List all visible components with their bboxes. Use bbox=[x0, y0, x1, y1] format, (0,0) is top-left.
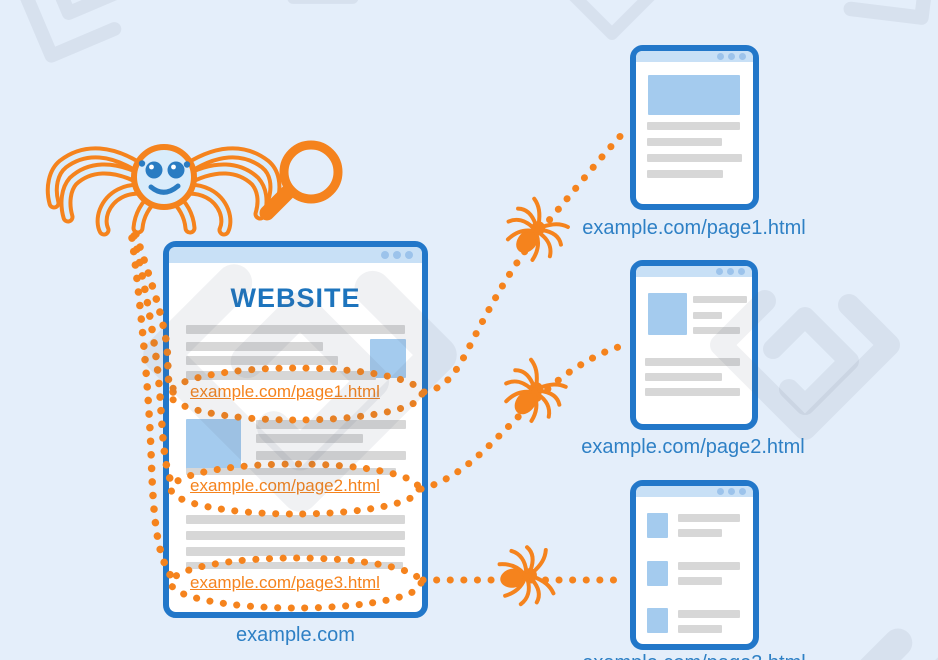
page1-url-label: example.com/page1.html bbox=[582, 217, 806, 239]
text-line-placeholder bbox=[186, 371, 376, 380]
image-placeholder bbox=[648, 75, 740, 115]
window-dots-icon bbox=[716, 268, 745, 275]
page1-window bbox=[630, 45, 759, 210]
text-line-placeholder bbox=[647, 122, 740, 130]
text-line-placeholder bbox=[186, 531, 405, 540]
text-line-placeholder bbox=[678, 514, 740, 522]
crawl-path-to-pages bbox=[417, 127, 631, 584]
text-line-placeholder bbox=[186, 547, 405, 556]
watermark-chevron bbox=[821, 0, 938, 49]
text-line-placeholder bbox=[256, 434, 363, 443]
page1-link[interactable]: example.com/page1.html bbox=[190, 382, 380, 401]
image-placeholder bbox=[648, 293, 687, 335]
text-line-placeholder bbox=[186, 342, 323, 351]
window-dots-icon bbox=[717, 488, 746, 495]
text-line-placeholder bbox=[647, 154, 742, 162]
page2-url-label: example.com/page2.html bbox=[581, 436, 805, 458]
window-header bbox=[636, 266, 752, 277]
text-line-placeholder bbox=[186, 325, 405, 334]
window-header bbox=[636, 51, 753, 62]
text-line-placeholder bbox=[678, 625, 722, 633]
spider-icon bbox=[493, 354, 573, 432]
image-placeholder bbox=[647, 513, 668, 538]
spider-legs bbox=[45, 146, 282, 237]
window-header bbox=[636, 486, 753, 497]
text-line-placeholder bbox=[678, 529, 722, 537]
text-line-placeholder bbox=[647, 170, 723, 178]
watermark-chevron bbox=[570, 0, 654, 34]
window-dots-icon bbox=[381, 251, 413, 259]
spider-icon bbox=[493, 542, 557, 610]
text-line-placeholder bbox=[678, 562, 740, 570]
text-line-placeholder bbox=[678, 610, 740, 618]
watermark-logo bbox=[841, 643, 938, 660]
text-line-placeholder bbox=[645, 388, 740, 396]
window-dots-icon bbox=[717, 53, 746, 60]
text-line-placeholder bbox=[186, 562, 403, 569]
text-line-placeholder bbox=[256, 420, 406, 429]
page2-window bbox=[630, 260, 758, 430]
text-line-placeholder bbox=[186, 468, 396, 475]
text-line-placeholder bbox=[693, 312, 722, 319]
watermark-chevron bbox=[7, 0, 132, 74]
website-title: WEBSITE bbox=[230, 283, 361, 313]
page3-url-label: example.com/page3.html bbox=[534, 652, 854, 660]
text-line-placeholder bbox=[693, 296, 747, 303]
text-line-placeholder bbox=[186, 515, 405, 524]
image-placeholder bbox=[186, 419, 241, 471]
window-header bbox=[169, 247, 422, 263]
text-line-placeholder bbox=[645, 373, 722, 381]
image-placeholder bbox=[647, 608, 668, 633]
text-line-placeholder bbox=[678, 577, 722, 585]
page3-link[interactable]: example.com/page3.html bbox=[190, 573, 380, 592]
image-placeholder bbox=[647, 561, 668, 586]
text-line-placeholder bbox=[647, 138, 722, 146]
text-line-placeholder bbox=[645, 358, 740, 366]
magnifying-glass-icon bbox=[259, 140, 343, 221]
page2-link[interactable]: example.com/page2.html bbox=[190, 476, 380, 495]
text-line-placeholder bbox=[186, 356, 338, 365]
main-domain-label: example.com bbox=[236, 624, 355, 646]
page3-window bbox=[630, 480, 759, 650]
spider-body bbox=[131, 144, 197, 210]
text-line-placeholder bbox=[256, 451, 406, 460]
main-website-window: WEBSITE example.com/page1.html example.c… bbox=[163, 241, 428, 618]
watermark-chevron bbox=[263, 0, 380, 28]
text-line-placeholder bbox=[693, 327, 740, 334]
